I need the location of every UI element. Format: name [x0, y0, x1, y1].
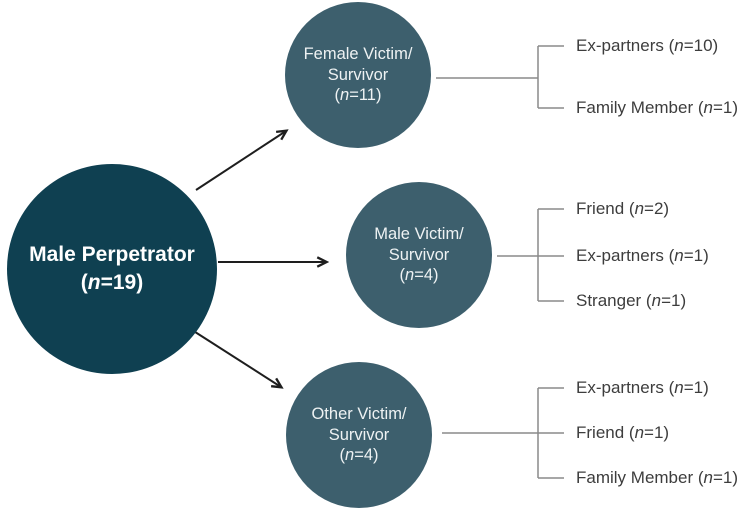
node-male-perpetrator: Male Perpetrator (n=19): [7, 164, 217, 374]
bracket-other-group: [442, 387, 564, 479]
leaf-male-ex-partners: Ex-partners (n=1): [576, 246, 709, 265]
node-male-victim-line1: Male Victim/: [374, 225, 464, 244]
bracket-female-group: [436, 45, 564, 109]
leaf-male-friend: Friend (n=2): [576, 199, 670, 218]
node-female-victim-line1: Female Victim/: [303, 45, 413, 64]
node-other-victim-survivor: Other Victim/ Survivor (n=4): [286, 362, 432, 508]
arrow-root-to-other: [191, 329, 281, 387]
leaf-other-ex-partners: Ex-partners (n=1): [576, 378, 709, 397]
node-other-victim-line2: Survivor: [328, 425, 390, 444]
arrows-group: [191, 131, 326, 387]
leaf-other-family-member: Family Member (n=1): [576, 468, 739, 487]
node-other-victim-count: (n=4): [339, 446, 379, 465]
node-male-victim-line2: Survivor: [388, 245, 450, 264]
brackets-group: [436, 45, 564, 479]
node-female-victim-survivor: Female Victim/ Survivor (n=11): [285, 2, 431, 148]
arrow-root-to-female: [195, 131, 286, 191]
leaf-female-family-member: Family Member (n=1): [576, 98, 739, 117]
node-male-perpetrator-count: (n=19): [80, 271, 144, 294]
leaf-other-friend: Friend (n=1): [576, 423, 670, 442]
node-male-victim-survivor: Male Victim/ Survivor (n=4): [346, 182, 492, 328]
node-female-victim-count: (n=11): [334, 86, 382, 105]
leaf-male-stranger: Stranger (n=1): [576, 291, 687, 310]
node-female-victim-line2: Survivor: [327, 65, 389, 84]
node-male-victim-count: (n=4): [399, 266, 439, 285]
node-male-perpetrator-title: Male Perpetrator: [29, 243, 195, 266]
bracket-male-group: [497, 208, 564, 302]
leaf-female-ex-partners: Ex-partners (n=10): [576, 36, 719, 55]
node-other-victim-line1: Other Victim/: [311, 405, 407, 424]
